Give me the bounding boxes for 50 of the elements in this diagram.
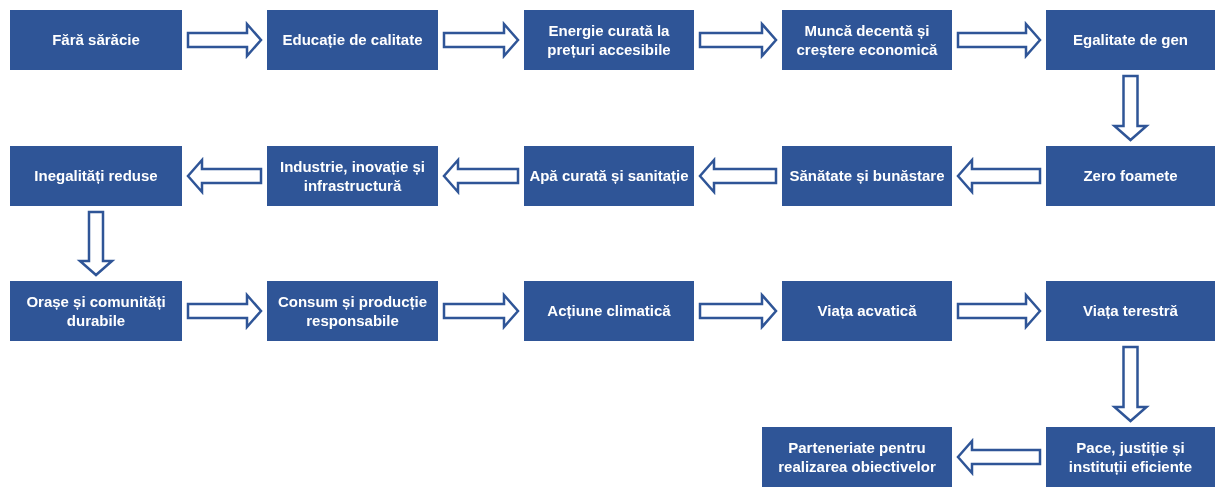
goal-box xyxy=(1046,146,1215,206)
goal-label: Energie curată la prețuri accesibile xyxy=(546,20,672,60)
goal-label: Viața acvatică xyxy=(817,301,917,321)
goal-label: Consum și producție responsabile xyxy=(276,291,429,331)
goal-box xyxy=(782,10,952,70)
goal-box xyxy=(524,281,694,341)
goal-label: Apă curată și sanitație xyxy=(529,166,689,186)
block-arrow xyxy=(698,20,778,60)
goal-label: Zero foamete xyxy=(1083,166,1178,186)
goal-box xyxy=(524,10,694,70)
block-arrow xyxy=(1111,74,1150,142)
block-arrow xyxy=(698,291,778,331)
goal-label: Parteneriate pentru realizarea obiectivelor xyxy=(777,437,937,477)
goal-label: Pace, justiție și instituții eficiente xyxy=(1067,437,1194,477)
goal-label: Educație de calitate xyxy=(282,30,423,50)
goal-box xyxy=(762,427,952,487)
goal-label: Egalitate de gen xyxy=(1073,30,1188,50)
block-arrow xyxy=(442,20,520,60)
goal-box xyxy=(267,146,438,206)
goal-label: Muncă decentă și creștere economică xyxy=(795,20,939,60)
block-arrow xyxy=(186,291,263,331)
goal-label: Sănătate și bunăstare xyxy=(789,166,945,186)
goal-box xyxy=(1046,10,1215,70)
goal-label: Orașe și comunități durabile xyxy=(25,291,167,331)
goal-box xyxy=(782,146,952,206)
goal-label: Acțiune climatică xyxy=(547,301,671,321)
goal-label: Inegalități reduse xyxy=(34,166,158,186)
goal-box xyxy=(267,10,438,70)
block-arrow xyxy=(442,291,520,331)
goal-box xyxy=(1046,427,1215,487)
goal-box xyxy=(1046,281,1215,341)
block-arrow xyxy=(956,20,1042,60)
goal-box xyxy=(267,281,438,341)
block-arrow xyxy=(186,156,263,196)
goal-box xyxy=(10,281,182,341)
block-arrow xyxy=(1111,345,1150,423)
goal-box xyxy=(10,146,182,206)
block-arrow xyxy=(76,210,116,277)
goal-box xyxy=(524,146,694,206)
goal-label: Viața terestră xyxy=(1083,301,1178,321)
goal-box xyxy=(782,281,952,341)
block-arrow xyxy=(956,156,1042,196)
goal-label: Industrie, inovație și infrastructură xyxy=(278,156,426,196)
goal-label: Fără sărăcie xyxy=(52,30,140,50)
block-arrow xyxy=(956,291,1042,331)
block-arrow xyxy=(956,437,1042,477)
block-arrow xyxy=(698,156,778,196)
goal-box xyxy=(10,10,182,70)
block-arrow xyxy=(442,156,520,196)
block-arrow xyxy=(186,20,263,60)
